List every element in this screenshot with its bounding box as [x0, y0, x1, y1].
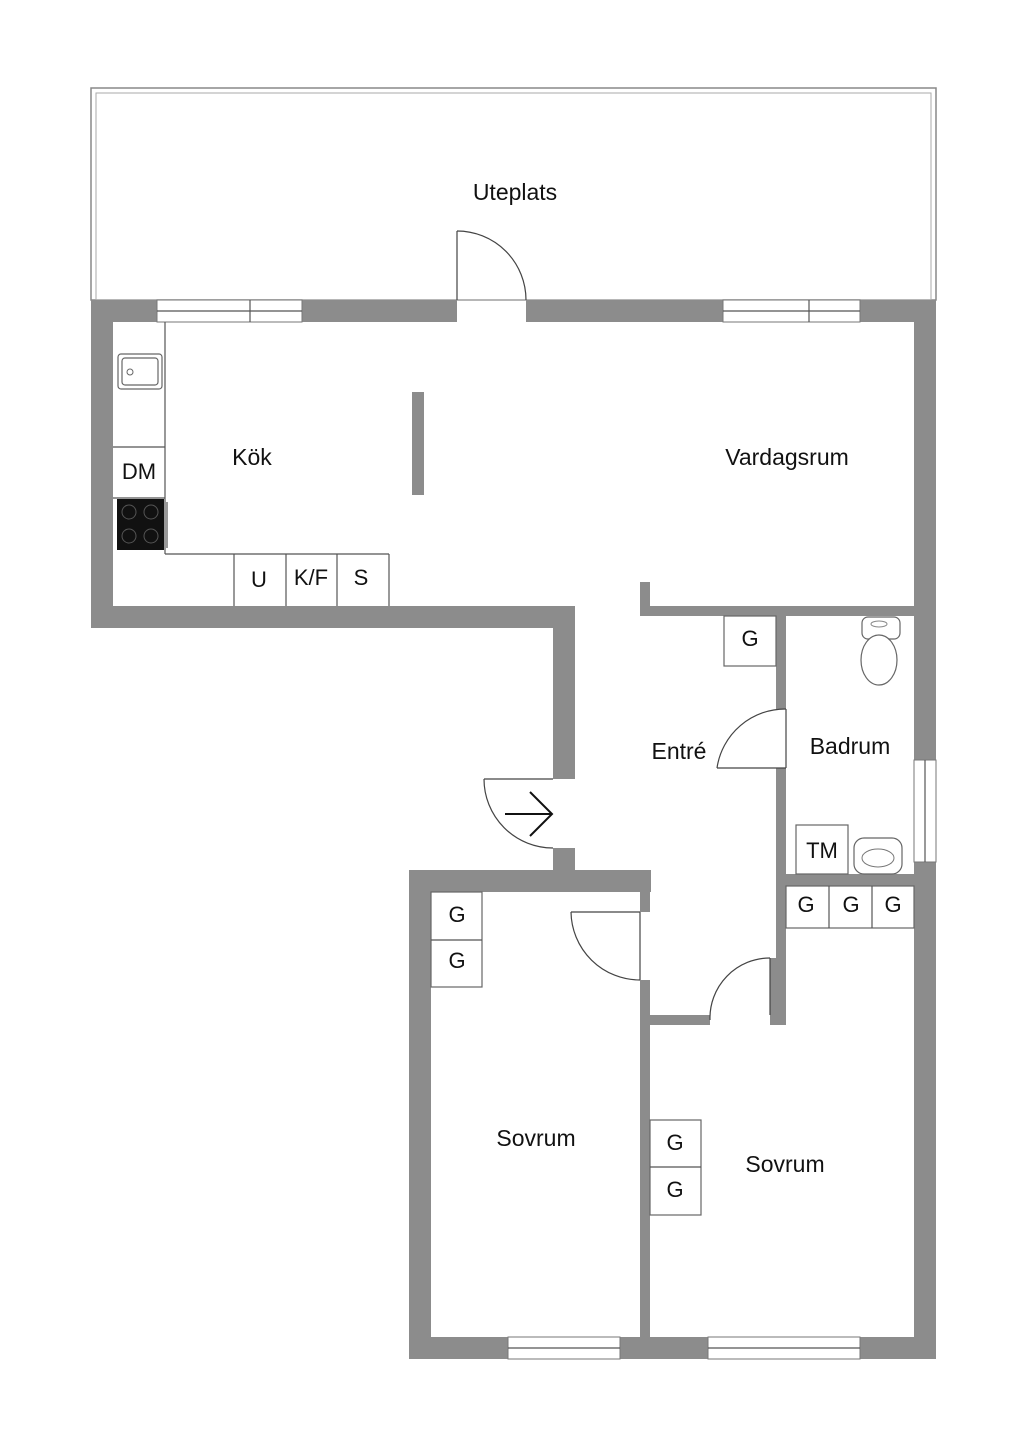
- kitchen-fixtures: [113, 322, 424, 606]
- wardrobe-label-bath-3: G: [884, 892, 901, 917]
- room-label-badrum: Badrum: [810, 733, 891, 759]
- wardrobe-label-sovrum-2-a: G: [666, 1130, 683, 1155]
- wardrobe-label-entre: G: [741, 626, 758, 651]
- bathroom-door: [716, 708, 787, 769]
- room-label-sovrum-2: Sovrum: [745, 1151, 824, 1177]
- room-label-kok: Kök: [232, 444, 272, 470]
- windows: [156, 299, 937, 1360]
- room-label-uteplats: Uteplats: [473, 179, 557, 205]
- bedroom-1-door: [570, 911, 641, 981]
- terrace-door: [456, 230, 527, 301]
- room-label-sovrum-1: Sovrum: [496, 1125, 575, 1151]
- wardrobe-label-sovrum-1-a: G: [448, 902, 465, 927]
- wardrobe-label-bath-1: G: [797, 892, 814, 917]
- fixture-label-dishwasher: DM: [122, 459, 156, 484]
- fixture-label-washing-machine: TM: [806, 838, 838, 863]
- room-label-vardagsrum: Vardagsrum: [725, 444, 849, 470]
- bedroom-2-door: [709, 957, 771, 1021]
- wardrobe-label-bath-2: G: [842, 892, 859, 917]
- room-label-entre: Entré: [652, 738, 707, 764]
- bedroom-wardrobes: [430, 891, 702, 1216]
- fixture-label-fridge-freezer: K/F: [294, 565, 328, 590]
- wardrobe-label-sovrum-2-b: G: [666, 1177, 683, 1202]
- fixture-label-pantry: S: [354, 565, 369, 590]
- fixture-label-oven: U: [251, 567, 267, 592]
- terrace: [90, 87, 937, 301]
- bathroom-fixtures: [723, 615, 915, 929]
- wardrobe-label-sovrum-1-b: G: [448, 948, 465, 973]
- entrance-door: [483, 778, 554, 849]
